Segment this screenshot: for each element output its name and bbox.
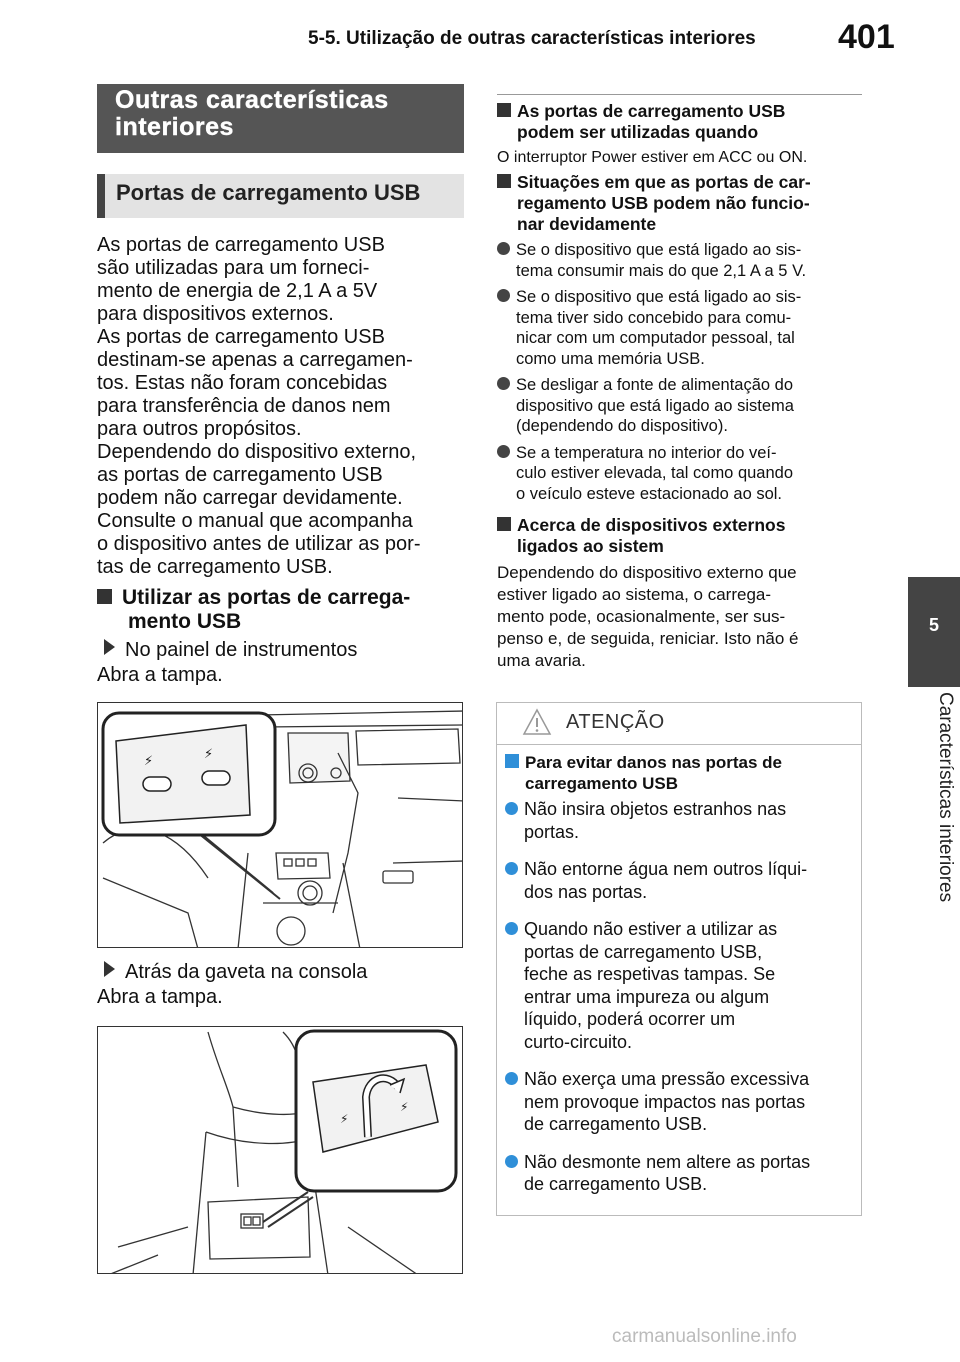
warning-title: ATENÇÃO [566,711,665,733]
location-1: No painel de instrumentos [104,639,357,662]
use-heading: Utilizar as portas de carrega- mento USB [97,586,467,634]
instrument-panel-illustration: ⚡ ⚡ [97,702,463,948]
intro-line: para transferência de danos nem [97,395,391,417]
svg-text:⚡: ⚡ [340,1112,348,1126]
column-rule [497,94,862,95]
chapter-number: 5 [928,615,939,635]
warning-heading: Para evitar danos nas portas de carregam… [505,752,857,794]
warning-box [496,702,862,1216]
bullet-icon [505,1072,518,1085]
intro-line: o dispositivo antes de utilizar as por- [97,533,421,555]
intro-line: podem não carregar devidamente. [97,487,403,509]
chapter-label: Características interiores [935,692,956,903]
bullet-icon [505,1154,518,1168]
bullet-icon [505,862,518,875]
location-2: Atrás da gaveta na consola [104,961,367,984]
section-heading-line2: interiores [115,113,234,141]
list-item: Se a temperatura no interior do veí- cul… [497,443,867,505]
section-heading: Outras características interiores [115,86,455,141]
bullet-icon [497,242,510,255]
bullet-icon [505,802,518,815]
square-bullet-icon [497,174,511,188]
list-item: Se o dispositivo que está ligado ao sis-… [497,287,867,369]
intro-line: são utilizadas para um forneci- [97,257,370,279]
triangle-bullet-icon [104,639,115,655]
intro-line: tas de carregamento USB. [97,556,333,578]
info-heading-2: Situações em que as portas de car- regam… [497,172,867,235]
intro-line: As portas de carregamento USB [97,234,385,256]
chapter-tab [908,577,960,687]
warning-item: Não desmonte nem altere as portas de car… [505,1151,857,1196]
intro-line: mento de energia de 2,1 A a 5V [97,280,378,302]
list-item: Se o dispositivo que está ligado ao sis-… [497,240,867,281]
action-2: Abra a tampa. [97,986,223,1008]
watermark: carmanualsonline.info [612,1326,797,1347]
square-bullet-icon [97,589,112,604]
intro-line: as portas de carregamento USB [97,464,383,486]
intro-line: para dispositivos externos. [97,303,334,325]
warning-item: Não insira objetos estranhos nas portas. [505,798,857,843]
square-bullet-icon [505,754,519,768]
bullet-icon [497,289,510,302]
intro-line: As portas de carregamento USB [97,326,385,348]
subheading-box [97,174,464,218]
section-title: 5-5. Utilização de outras característica… [308,28,756,49]
svg-text:⚡: ⚡ [204,747,213,762]
section-heading-box [97,84,464,153]
bullet-icon [505,922,518,935]
list-item: Se desligar a fonte de alimentação do di… [497,375,867,437]
warning-item: Não entorne água nem outros líqui- dos n… [505,858,857,903]
warning-item: Quando não estiver a utilizar as portas … [505,918,857,1053]
warning-item: Não exerça uma pressão excessiva nem pro… [505,1068,857,1136]
bullet-icon [497,377,510,390]
square-bullet-icon [497,103,511,117]
warning-icon [522,708,552,741]
bullet-icon [497,444,510,458]
info-text-1: O interruptor Power estiver em ACC ou ON… [497,149,808,166]
intro-line: tos. Estas não foram concebidas [97,372,388,394]
console-usb-drawing: ⚡ ⚡ [111,1029,458,1273]
action-1: Abra a tampa. [97,664,223,686]
intro-line: destinam-se apenas a carregamen- [97,349,413,371]
dashboard-usb-drawing: ⚡ ⚡ [101,710,462,947]
page-number: 401 [838,18,895,56]
warning-divider [496,744,862,745]
intro-line: Dependendo do dispositivo externo, [97,441,417,463]
info-heading-3: Acerca de dispositivos externos ligados … [497,515,867,557]
subheading: Portas de carregamento USB [116,180,421,205]
situation-list: Se o dispositivo que está ligado ao sis-… [497,240,867,504]
intro-paragraph: As portas de carregamento USB são utiliz… [97,234,467,579]
svg-text:⚡: ⚡ [400,1100,408,1114]
intro-line: Consulte o manual que acompanha [97,510,413,532]
section-heading-line1: Outras características [115,86,389,114]
svg-text:⚡: ⚡ [144,754,153,769]
triangle-bullet-icon [104,961,115,977]
intro-line: para outros propósitos. [97,418,302,440]
info-paragraph: Dependendo do dispositivo externo que es… [497,563,799,670]
warning-list: Não insira objetos estranhos nas portas.… [505,798,857,1196]
square-bullet-icon [497,517,511,531]
console-illustration: ⚡ ⚡ [97,1026,463,1274]
info-heading-1: As portas de carregamento USB podem ser … [497,101,867,143]
